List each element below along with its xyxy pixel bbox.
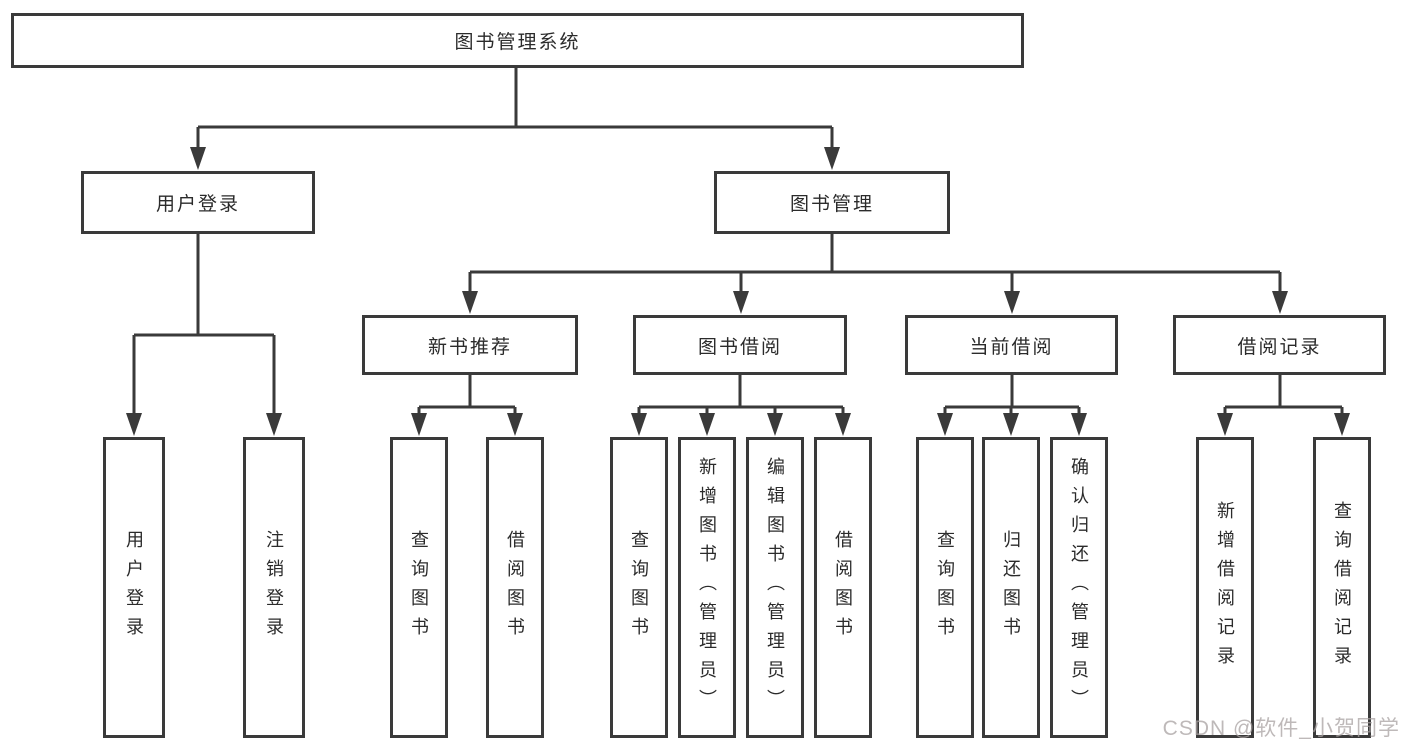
arrow-down-icon (1272, 291, 1288, 314)
node-leaf-query-books-bb: 查询图书 (610, 437, 668, 738)
arrow-down-icon (631, 413, 647, 436)
arrow-down-icon (266, 413, 282, 436)
arrow-down-icon (835, 413, 851, 436)
node-leaf-query-borrow-record: 查询借阅记录 (1313, 437, 1371, 738)
node-leaf-edit-books-admin: 编辑图书（管理员） (746, 437, 804, 738)
node-leaf-add-books-admin: 新增图书（管理员） (678, 437, 736, 738)
node-leaf-borrow-books-rec: 借阅图书 (486, 437, 544, 738)
node-leaf-query-books-rec: 查询图书 (390, 437, 448, 738)
node-leaf-borrow-books-bb: 借阅图书 (814, 437, 872, 738)
edge-user-login-to-leaves (126, 234, 282, 436)
node-current-borrowing: 当前借阅 (905, 315, 1118, 375)
edge-new-book-rec-to-leaves (411, 375, 523, 436)
edge-borrow-record-to-leaves (1217, 375, 1350, 436)
arrow-down-icon (767, 413, 783, 436)
edge-book-mgmt-to-level3 (462, 234, 1288, 314)
node-library-management-system: 图书管理系统 (11, 13, 1024, 68)
node-leaf-return-books: 归还图书 (982, 437, 1040, 738)
arrow-down-icon (937, 413, 953, 436)
arrow-down-icon (190, 147, 206, 170)
node-new-book-recommendation: 新书推荐 (362, 315, 578, 375)
edge-book-borrow-to-leaves (631, 375, 851, 436)
arrow-down-icon (462, 291, 478, 314)
node-leaf-query-books-cb: 查询图书 (916, 437, 974, 738)
arrow-down-icon (411, 413, 427, 436)
node-borrowing-records: 借阅记录 (1173, 315, 1386, 375)
arrow-down-icon (1004, 291, 1020, 314)
node-leaf-add-borrow-record: 新增借阅记录 (1196, 437, 1254, 738)
node-leaf-logout: 注销登录 (243, 437, 305, 738)
arrow-down-icon (699, 413, 715, 436)
arrow-down-icon (126, 413, 142, 436)
arrow-down-icon (824, 147, 840, 170)
arrow-down-icon (1003, 413, 1019, 436)
node-book-management: 图书管理 (714, 171, 950, 234)
node-user-login: 用户登录 (81, 171, 315, 234)
edge-current-borrow-to-leaves (937, 375, 1087, 436)
edge-root-to-level2 (190, 68, 840, 170)
arrow-down-icon (1217, 413, 1233, 436)
node-leaf-user-login: 用户登录 (103, 437, 165, 738)
arrow-down-icon (1334, 413, 1350, 436)
node-leaf-confirm-return-admin: 确认归还（管理员） (1050, 437, 1108, 738)
arrow-down-icon (507, 413, 523, 436)
node-book-borrowing: 图书借阅 (633, 315, 847, 375)
arrow-down-icon (733, 291, 749, 314)
csdn-watermark: CSDN @软件_小贺同学 (1162, 717, 1400, 740)
arrow-down-icon (1071, 413, 1087, 436)
